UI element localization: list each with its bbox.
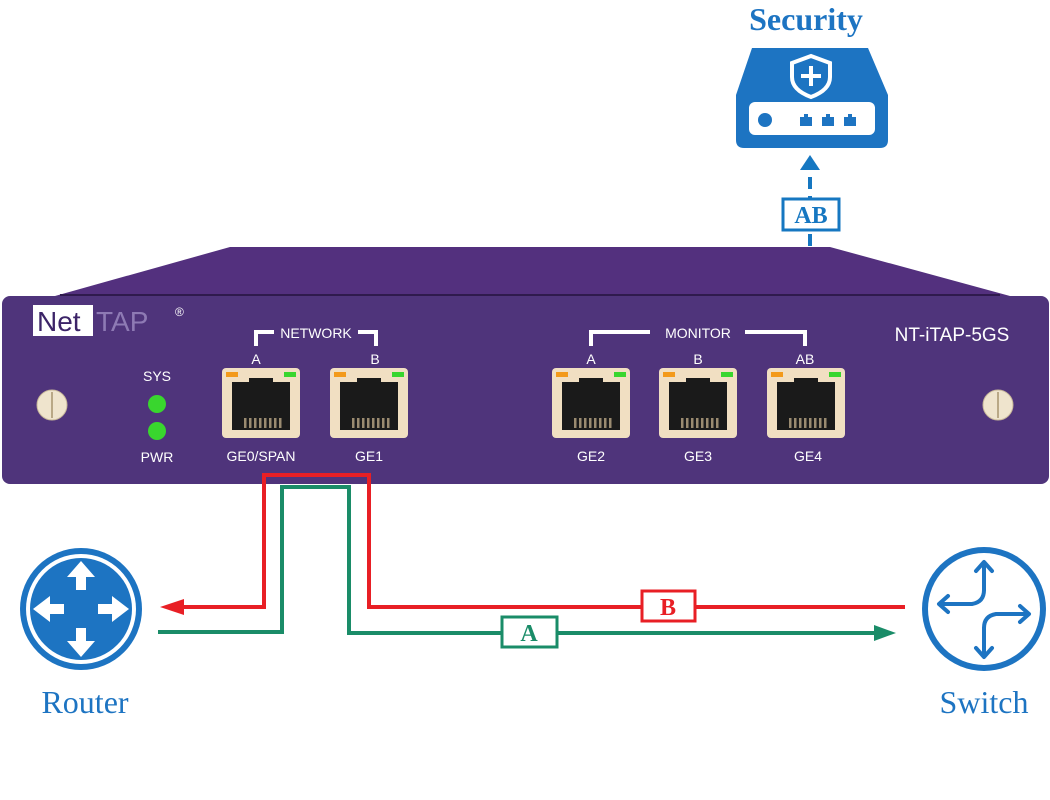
sys-label: SYS <box>143 368 171 384</box>
flow-a-tag: A <box>500 615 559 649</box>
port-ge2: A GE2 <box>552 351 630 464</box>
network-group: NETWORK <box>254 325 378 346</box>
port-channel-label: A <box>586 351 596 367</box>
switch-label: Switch <box>940 684 1029 720</box>
port-channel-label: A <box>251 351 261 367</box>
network-group-label: NETWORK <box>280 325 352 341</box>
switch-icon <box>922 547 1046 671</box>
flow-a-line <box>158 485 896 641</box>
port-name-label: GE1 <box>355 448 383 464</box>
port-channel-label: B <box>370 351 379 367</box>
port-name-label: GE0/SPAN <box>227 448 296 464</box>
model-name: NT-iTAP-5GS <box>895 325 1010 346</box>
monitor-group: MONITOR <box>589 325 807 346</box>
pwr-led <box>148 422 166 440</box>
flow-b-line <box>160 473 905 615</box>
port-ge0: A GE0/SPAN <box>222 351 300 464</box>
router-icon <box>20 548 142 670</box>
nettap-logo: Net TAP ® <box>33 305 184 337</box>
port-ge1: B GE1 <box>330 351 408 464</box>
port-ge4: AB GE4 <box>767 351 845 464</box>
flow-ab-label: AB <box>794 203 827 229</box>
security-appliance-icon <box>736 48 888 148</box>
port-channel-label: B <box>693 351 702 367</box>
monitor-group-label: MONITOR <box>665 325 731 341</box>
router-label: Router <box>41 684 128 720</box>
flow-b-label: B <box>660 595 676 621</box>
status-indicators: SYS PWR <box>141 368 174 465</box>
port-name-label: GE3 <box>684 448 712 464</box>
port-name-label: GE4 <box>794 448 822 464</box>
flow-a-label: A <box>520 621 538 647</box>
security-label: Security <box>749 1 863 37</box>
pwr-label: PWR <box>141 449 174 465</box>
logo-tap-text: TAP <box>96 306 148 337</box>
logo-registered-mark: ® <box>175 305 184 319</box>
logo-net-text: Net <box>37 306 81 337</box>
flow-b-tag: B <box>640 589 697 623</box>
port-channel-label: AB <box>796 351 815 367</box>
sys-led <box>148 395 166 413</box>
port-name-label: GE2 <box>577 448 605 464</box>
port-ge3: B GE3 <box>659 351 737 464</box>
flow-ab-tag: AB <box>781 197 841 232</box>
